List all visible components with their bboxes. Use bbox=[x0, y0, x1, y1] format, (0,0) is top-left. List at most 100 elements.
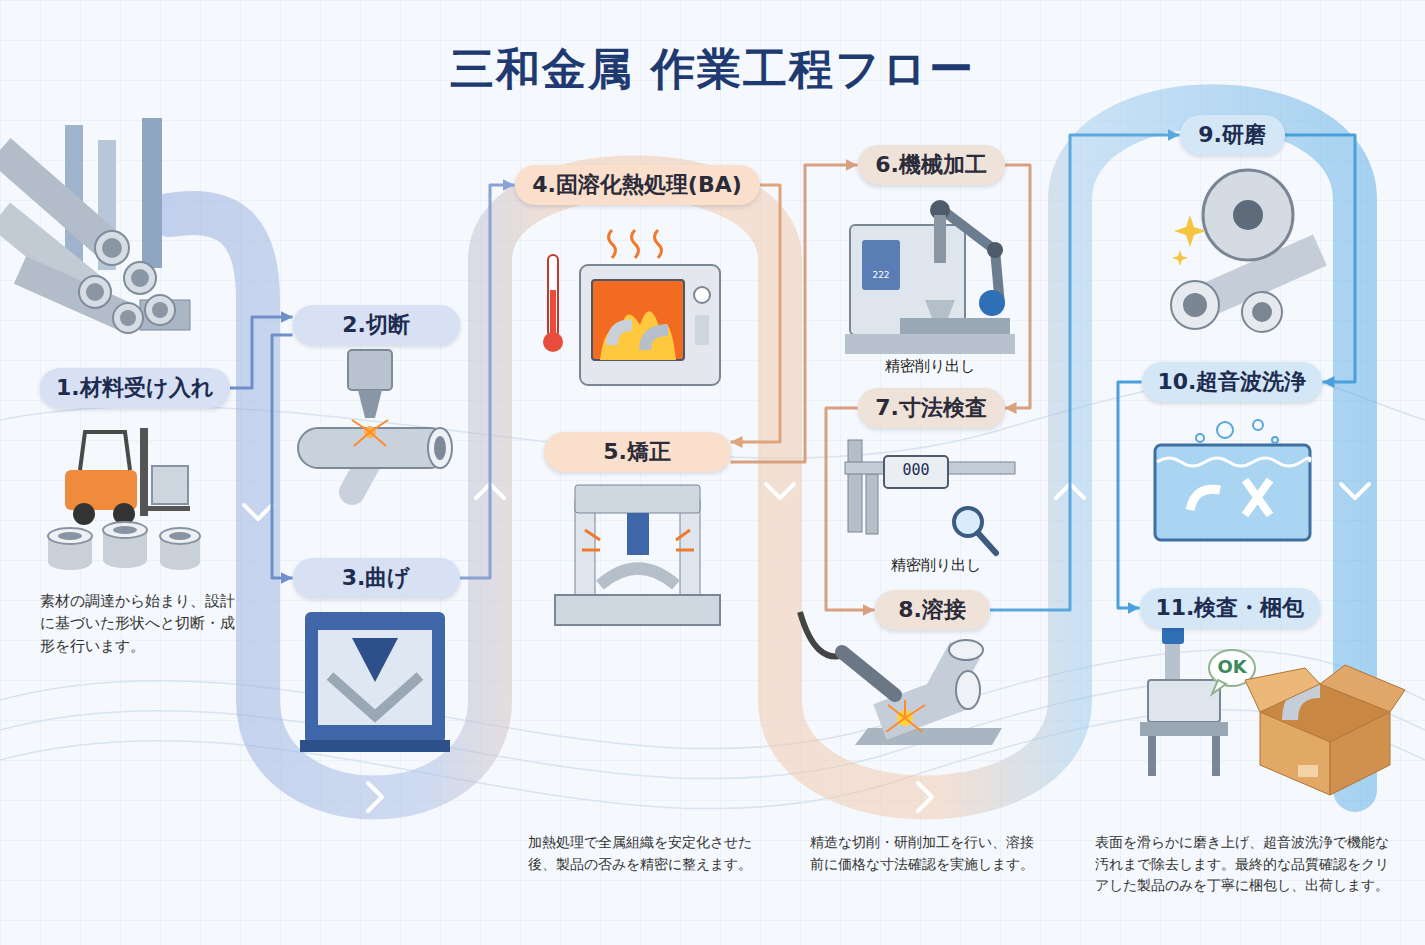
wave-line bbox=[0, 710, 1425, 809]
tee-end bbox=[1242, 292, 1282, 332]
step-label: 7.寸法検査 bbox=[875, 393, 987, 423]
water-surface bbox=[1157, 458, 1310, 466]
press-brake bbox=[300, 612, 450, 752]
workpiece bbox=[925, 300, 955, 318]
process-step: 3.曲げ bbox=[293, 558, 460, 598]
step-label: 5.矯正 bbox=[603, 437, 671, 467]
flow-connector bbox=[731, 165, 858, 462]
spark-rays bbox=[886, 700, 925, 732]
chevron bbox=[244, 505, 272, 519]
step-label: 8.溶接 bbox=[898, 595, 966, 625]
wave-line bbox=[0, 680, 1425, 779]
dial bbox=[694, 287, 710, 303]
machine-leg bbox=[1148, 736, 1156, 776]
flow-connector bbox=[1118, 382, 1142, 608]
forklift bbox=[65, 428, 190, 525]
top-beam bbox=[575, 485, 700, 513]
chevron bbox=[1341, 484, 1369, 498]
probe-column bbox=[1165, 640, 1180, 685]
annotation: OK bbox=[1212, 655, 1252, 678]
flame bbox=[600, 311, 676, 360]
flow-connector bbox=[1005, 165, 1031, 408]
tee-hole bbox=[1252, 302, 1272, 322]
press-base bbox=[555, 595, 720, 625]
thermometer-bulb bbox=[543, 332, 563, 352]
caliper bbox=[845, 440, 1015, 553]
forklift-mast bbox=[140, 428, 148, 516]
process-step: 4.固溶化熱処理(BA) bbox=[515, 165, 760, 205]
bent-sheet bbox=[330, 676, 420, 716]
wheel-hub bbox=[1233, 200, 1263, 230]
motion-lines bbox=[582, 530, 694, 550]
annotation: 精造な切削・研削加工を行い、溶接前に価格な寸法確認を実施します。 bbox=[810, 832, 1042, 875]
polish-wheel bbox=[1203, 170, 1293, 260]
machine-screen bbox=[862, 240, 900, 290]
step-label: 1.材料受け入れ bbox=[56, 373, 214, 403]
process-step: 11.検査・梱包 bbox=[1140, 588, 1321, 628]
step-label: 6.機械加工 bbox=[875, 150, 987, 180]
chevron bbox=[476, 484, 504, 498]
wave-lines bbox=[0, 376, 1425, 809]
annotation: 000 bbox=[888, 461, 944, 481]
straightening-press bbox=[555, 485, 720, 625]
chevron bbox=[1056, 484, 1084, 498]
pipe-hole bbox=[102, 238, 122, 258]
part bbox=[1190, 489, 1220, 510]
thermometer bbox=[548, 255, 558, 337]
tank bbox=[1155, 445, 1310, 540]
material-stock bbox=[0, 118, 190, 333]
cutter-head bbox=[348, 350, 392, 390]
machine-base bbox=[845, 334, 1015, 354]
inspection-illustration bbox=[1140, 622, 1405, 795]
box-front bbox=[1260, 712, 1330, 795]
elbow bbox=[612, 325, 632, 345]
ring-top bbox=[103, 522, 147, 538]
bar bbox=[142, 118, 162, 268]
inspection-machine bbox=[1148, 680, 1220, 722]
annotation: 222 bbox=[863, 270, 899, 282]
process-step: 6.機械加工 bbox=[858, 145, 1005, 185]
step-label: 11.検査・梱包 bbox=[1156, 593, 1305, 623]
forklift-cab bbox=[80, 432, 130, 470]
step-label: 10.超音波洗浄 bbox=[1158, 367, 1307, 397]
pipe-end bbox=[956, 671, 980, 709]
press-frame bbox=[305, 612, 445, 744]
flow-connector bbox=[1285, 135, 1356, 382]
cleaning-tank bbox=[1155, 420, 1310, 540]
flow-band bbox=[170, 106, 1355, 797]
process-step: 5.矯正 bbox=[544, 432, 731, 472]
spindle bbox=[934, 215, 946, 263]
tee-end bbox=[1171, 281, 1219, 329]
process-step: 1.材料受け入れ bbox=[40, 368, 230, 408]
annotation: 精密削り出し bbox=[861, 556, 1011, 576]
polishing-illustration bbox=[1171, 170, 1320, 332]
flow-connector bbox=[731, 185, 781, 442]
pipe bbox=[20, 270, 128, 318]
annotation: 素材の調達から始まり、設計に基づいた形状へと切断・成形を行います。 bbox=[40, 590, 235, 657]
pipe-end bbox=[79, 276, 111, 308]
heat-waves bbox=[609, 230, 662, 258]
ring-top bbox=[48, 528, 92, 544]
ring-hole bbox=[169, 532, 191, 540]
pipe-end bbox=[95, 231, 129, 265]
pipe-hole bbox=[152, 302, 168, 318]
oven bbox=[580, 265, 720, 385]
vent bbox=[695, 315, 709, 345]
press-die bbox=[352, 638, 398, 682]
magnifier-handle bbox=[978, 533, 996, 553]
pipe-hole bbox=[86, 283, 104, 301]
caliper-jaw bbox=[848, 440, 862, 532]
welding-illustration bbox=[800, 612, 1002, 745]
spark-rays bbox=[352, 420, 388, 446]
sparkle bbox=[1172, 250, 1188, 266]
cutting-illustration bbox=[298, 350, 452, 492]
flow-connector bbox=[230, 317, 293, 388]
chevron bbox=[918, 783, 932, 811]
wave-line bbox=[0, 650, 1425, 749]
pipe-end bbox=[949, 640, 983, 660]
machine-table bbox=[900, 318, 1010, 334]
pipe-hole bbox=[131, 269, 149, 287]
oven-illustration bbox=[543, 230, 720, 385]
